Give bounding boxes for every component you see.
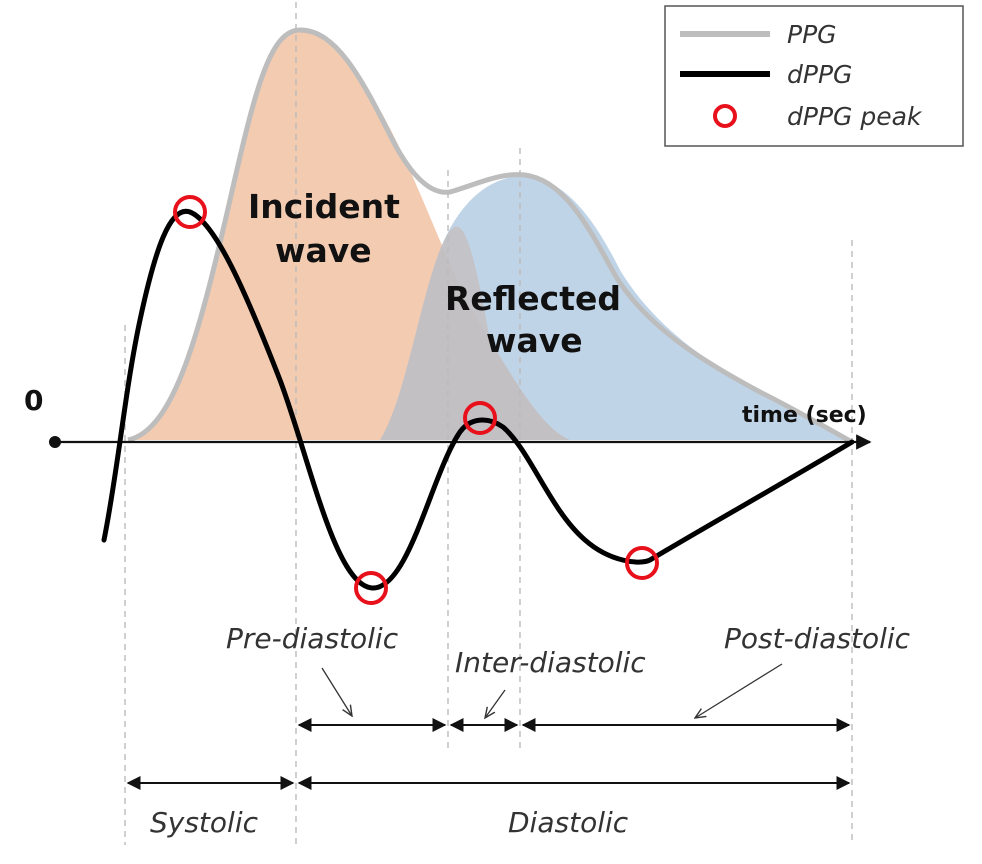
reflected-wave-label-1: Reflected <box>445 279 621 318</box>
peak-marker-3 <box>463 401 497 435</box>
peak-marker-2 <box>354 571 388 605</box>
axis-origin-dot <box>49 436 61 448</box>
inter-diastolic-label: Inter-diastolic <box>455 646 646 679</box>
inter-diastolic-pointer <box>485 689 506 718</box>
peak-marker-4 <box>625 546 659 580</box>
post-diastolic-pointer <box>695 663 783 718</box>
incident-wave-label-2: wave <box>275 231 372 270</box>
legend-dppg-label: dPPG <box>787 60 852 89</box>
legend-peak-label: dPPG peak <box>787 102 923 131</box>
wave-overlap-area <box>380 226 570 440</box>
peak-marker-1 <box>173 195 207 229</box>
pre-diastolic-pointer <box>321 667 352 716</box>
post-diastolic-label: Post-diastolic <box>724 622 911 655</box>
legend-peak-swatch <box>713 104 737 128</box>
legend: PPG dPPG dPPG peak <box>664 5 964 147</box>
reflected-wave-label-2: wave <box>486 321 583 360</box>
dppg-peak-markers <box>173 195 659 605</box>
interval-arrows <box>126 718 851 790</box>
pre-diastolic-label: Pre-diastolic <box>226 622 399 655</box>
time-axis-label: time (sec) <box>742 403 867 428</box>
zero-label: 0 <box>24 384 43 417</box>
ppg-curve <box>127 27 854 445</box>
incident-wave-label-1: Incident <box>248 187 400 226</box>
legend-ppg-label: PPG <box>787 20 837 49</box>
diastolic-label: Diastolic <box>508 806 629 839</box>
systolic-label: Systolic <box>150 806 259 839</box>
